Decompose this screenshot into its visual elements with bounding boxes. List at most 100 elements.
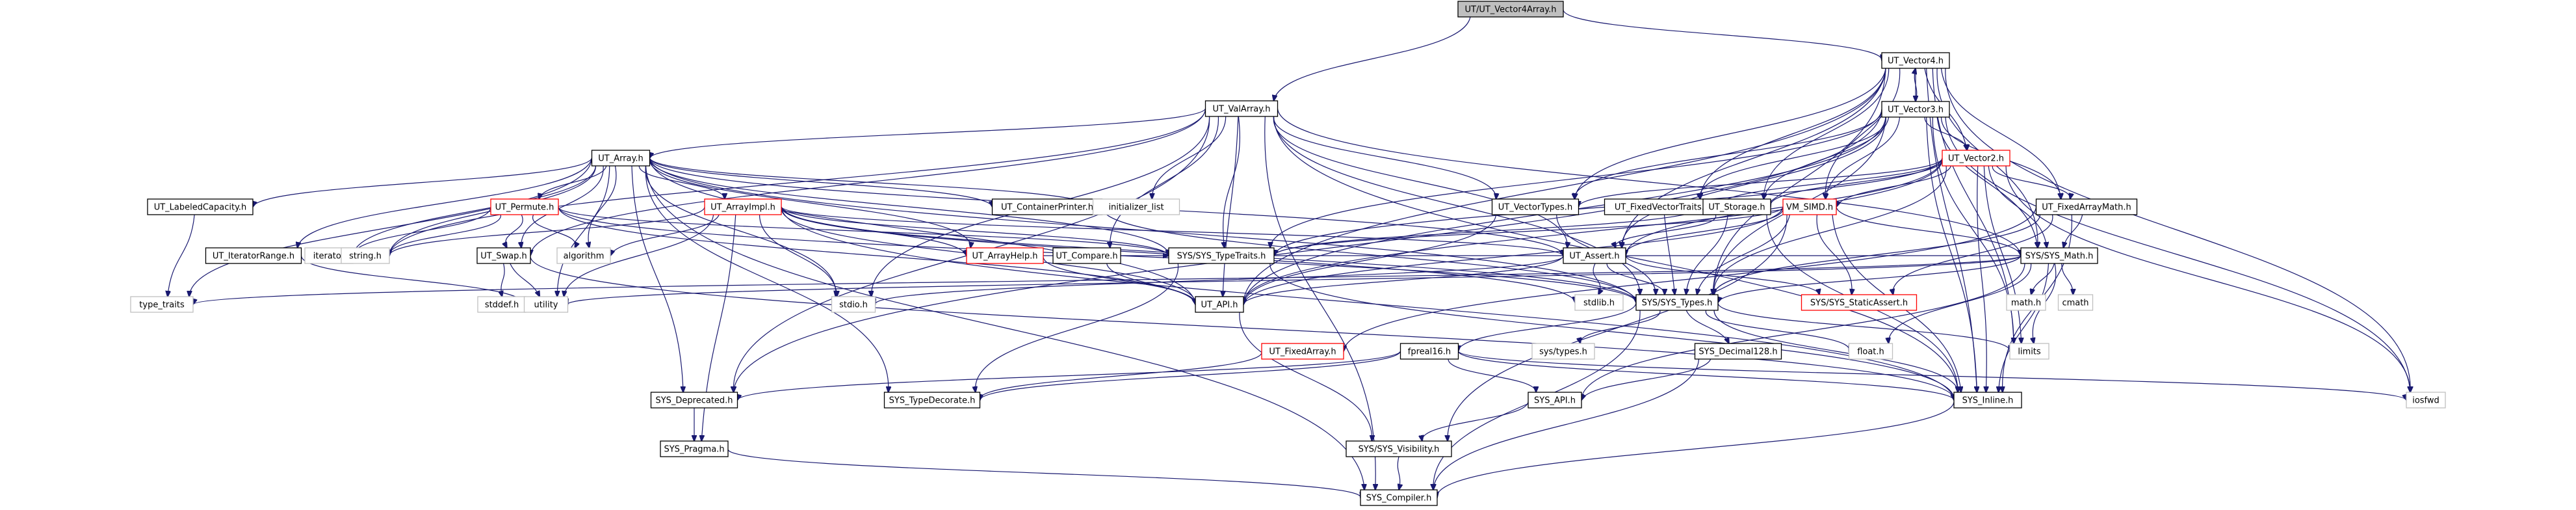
edge-v2-to-fixedvectortraits — [1719, 157, 1943, 207]
node-valarray[interactable]: UT_ValArray.h — [1204, 100, 1279, 117]
node-label: math.h — [2011, 299, 2041, 308]
node-label: type_traits — [139, 301, 185, 310]
edge-vmsimd-to-assert — [1626, 206, 1784, 256]
edge-systypes-to-inline — [1713, 310, 1958, 392]
edge-assert-to-staticassert — [1625, 255, 1819, 295]
node-label: stdio.h — [839, 301, 868, 310]
node-box — [523, 296, 569, 313]
node-label: iterator — [313, 252, 345, 262]
node-box — [2035, 198, 2138, 215]
node-v4[interactable]: UT_Vector4.h — [1881, 52, 1950, 69]
node-box — [1942, 150, 2010, 167]
node-box — [2406, 392, 2446, 409]
edge-array-to-stdio — [645, 165, 836, 297]
edge-vmsimd-to-typetraitsh — [1274, 206, 1784, 256]
node-fpreal16[interactable]: fpreal16.h — [1399, 343, 1459, 360]
node-label: UT_Swap.h — [480, 252, 527, 262]
node-label: SYS_Deprecated.h — [655, 396, 733, 406]
edge-array-to-iterrange — [298, 157, 593, 248]
node-v3[interactable]: UT_Vector3.h — [1881, 101, 1950, 118]
edge-v2-to-vectortypes — [1579, 157, 1943, 207]
edge-vmsimd-to-staticassert — [1816, 214, 1852, 295]
node-arrayhelp[interactable]: UT_ArrayHelp.h — [966, 247, 1044, 264]
edge-v3-to-v2 — [1924, 116, 1967, 150]
node-typetraitsh[interactable]: SYS/SYS_TypeTraits.h — [1168, 247, 1275, 264]
node-systypesh: sys/types.h — [1531, 343, 1595, 360]
edge-v3-to-v4 — [1914, 68, 1916, 102]
node-stringh: string.h — [341, 247, 390, 264]
edge-sysmath-to-inline — [1999, 263, 2049, 392]
edge-sysmath-to-cmath — [2061, 263, 2074, 295]
edge-valarray-to-compiler — [1264, 116, 1375, 490]
node-label: UT_ContainerPrinter.h — [1001, 203, 1093, 213]
edge-swap-to-utility — [510, 263, 540, 297]
edge-v2-to-limits — [1983, 165, 2021, 343]
node-label: UT_Vector4.h — [1888, 57, 1944, 66]
node-box — [147, 198, 254, 215]
edge-fixedarraymath-to-fixedarray — [1344, 206, 2037, 351]
node-containerprinter[interactable]: UT_ContainerPrinter.h — [991, 198, 1103, 215]
node-floath: float.h — [1848, 343, 1893, 360]
edge-visibility-to-compiler — [1398, 456, 1399, 490]
edge-v3-to-vectortypes — [1574, 109, 1882, 199]
edge-assert-to-stdlib — [1593, 263, 1600, 295]
node-compare[interactable]: UT_Compare.h — [1052, 247, 1121, 264]
edge-storage-to-typetraitsh — [1274, 206, 1704, 256]
node-box — [1399, 343, 1459, 360]
node-v2[interactable]: UT_Vector2.h — [1942, 150, 2010, 167]
edge-valarray-to-systypes — [1273, 116, 1641, 295]
node-labeledcap[interactable]: UT_LabeledCapacity.h — [147, 198, 254, 215]
edge-arrayimpl-to-inline — [781, 206, 1954, 400]
edge-decimal128-to-sysapi — [1581, 358, 1711, 400]
node-box — [1052, 247, 1121, 264]
edge-fixedarray-to-typedecorate — [980, 351, 1262, 400]
node-arrayimpl[interactable]: UT_ArrayImpl.h — [704, 198, 782, 215]
node-storage[interactable]: UT_Storage.h — [1702, 198, 1771, 215]
node-compiler[interactable]: SYS_Compiler.h — [1360, 489, 1438, 506]
node-vmsimd[interactable]: VM_SIMD.h — [1782, 198, 1837, 215]
node-staticassert[interactable]: SYS/SYS_StaticAssert.h — [1801, 294, 1918, 311]
node-utapi[interactable]: UT_API.h — [1195, 296, 1244, 313]
edges-layer — [168, 8, 2410, 498]
node-box — [1635, 294, 1719, 311]
node-visibility[interactable]: SYS/SYS_Visibility.h — [1346, 440, 1452, 457]
edge-assert-to-stdio — [875, 255, 1564, 304]
node-fixedvectortraits[interactable]: UT_FixedVectorTraits.h — [1604, 198, 1721, 215]
node-box — [704, 198, 782, 215]
node-label: UT_LabeledCapacity.h — [154, 203, 247, 213]
node-label: SYS_Inline.h — [1962, 396, 2014, 406]
node-box — [1092, 198, 1180, 215]
node-box — [883, 392, 981, 409]
edge-arrayimpl-to-typetraitsh — [781, 206, 1169, 256]
node-iterrange[interactable]: UT_IteratorRange.h — [205, 247, 302, 264]
node-box — [1848, 343, 1893, 360]
node-box — [1953, 392, 2022, 409]
node-array[interactable]: UT_Array.h — [591, 150, 651, 167]
node-label: SYS_TypeDecorate.h — [889, 396, 976, 406]
node-swap[interactable]: UT_Swap.h — [476, 247, 531, 264]
node-vectortypes[interactable]: UT_VectorTypes.h — [1491, 198, 1580, 215]
node-assert[interactable]: UT_Assert.h — [1563, 247, 1626, 264]
edge-fixedvectortraits-to-systypes — [1663, 214, 1674, 295]
node-decimal128[interactable]: SYS_Decimal128.h — [1694, 343, 1782, 360]
node-label: SYS/SYS_TypeTraits.h — [1177, 252, 1266, 262]
node-systypes[interactable]: SYS/SYS_Types.h — [1635, 294, 1719, 311]
node-deprecated[interactable]: SYS_Deprecated.h — [650, 392, 738, 409]
edge-v4-to-storage — [1763, 68, 1890, 199]
node-box — [1782, 198, 1837, 215]
node-box — [1702, 198, 1771, 215]
edge-valarray-to-stringh — [389, 108, 1206, 256]
node-fixedarraymath[interactable]: UT_FixedArrayMath.h — [2035, 198, 2138, 215]
node-pragma[interactable]: SYS_Pragma.h — [660, 440, 729, 457]
node-sysmath[interactable]: SYS/SYS_Math.h — [2020, 247, 2098, 264]
node-box — [1457, 1, 1564, 18]
node-sysapi[interactable]: SYS_API.h — [1528, 392, 1582, 409]
node-v4array[interactable]: UT/UT_Vector4Array.h — [1457, 1, 1564, 18]
node-permute[interactable]: UT_Permute.h — [490, 198, 559, 215]
edge-v2-to-sysmath — [1988, 165, 2047, 248]
node-typedecorate[interactable]: SYS_TypeDecorate.h — [883, 392, 981, 409]
node-fixedarray[interactable]: UT_FixedArray.h — [1261, 343, 1344, 360]
edge-v4-to-assert — [1622, 68, 1886, 248]
node-inline[interactable]: SYS_Inline.h — [1953, 392, 2022, 409]
node-label: UT_FixedArrayMath.h — [2042, 203, 2131, 213]
